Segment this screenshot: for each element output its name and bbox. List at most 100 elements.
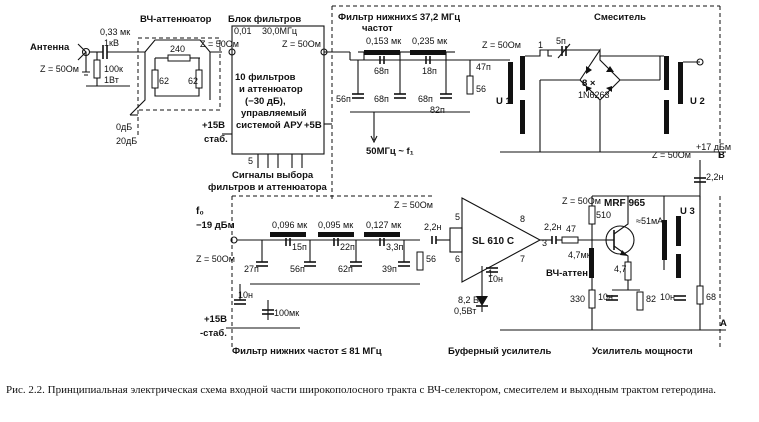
- c-2-2n-top: 2,2н: [706, 172, 724, 182]
- transistor-label: MRF 965: [604, 198, 646, 209]
- fb-desc-4: управляемый: [241, 108, 307, 119]
- one-label: 1: [538, 40, 543, 50]
- resistor-100k: [93, 59, 101, 79]
- r-56: 56: [426, 254, 436, 264]
- c-27p: 27п: [244, 264, 259, 274]
- c-56p: 56п: [336, 94, 351, 104]
- z-mix-in: Z = 50Ом: [482, 40, 521, 50]
- db20-label: 20дБ: [116, 136, 137, 146]
- z-fb-in: Z = 50Ом: [200, 39, 239, 49]
- rf-att: ВЧ-аттен: [546, 268, 588, 279]
- fb-desc-2: и аттенюатор: [239, 84, 303, 95]
- cap-in-voltage: 1кВ: [104, 38, 119, 48]
- rf-attenuator: ВЧ-аттенюатор 240 62 62 0дБ 20дБ: [116, 14, 222, 146]
- c-33p: 3,3п: [386, 242, 404, 252]
- c-56: 56: [476, 84, 486, 94]
- r-47: 47: [566, 224, 576, 234]
- mixer: Смеситель Z = 50Ом U 1 1 5п 8 × 1N6263 U…: [470, 5, 731, 200]
- att-62b: 62: [188, 76, 198, 86]
- r-82: 82: [646, 294, 656, 304]
- c-18p: 18п: [422, 66, 437, 76]
- c-56p-2: 56п: [290, 264, 305, 274]
- c-2-2n-a: 2,2н: [424, 222, 442, 232]
- c-22p: 22п: [340, 242, 355, 252]
- resistor-240: [167, 54, 191, 62]
- f0-level: −19 дБм: [196, 220, 235, 231]
- diode-label: 1N6263: [578, 90, 610, 100]
- zener-v: 8,2 В: [458, 295, 479, 305]
- f1-label: 50МГц ~ f₁: [366, 146, 414, 157]
- att-240: 240: [170, 44, 185, 54]
- res-in-power: 1Вт: [104, 75, 119, 85]
- pin3: 3: [542, 238, 547, 248]
- stab-b: -стаб.: [200, 328, 227, 339]
- r-510: 510: [596, 210, 611, 220]
- res-in-value: 100к: [104, 64, 123, 74]
- lowpass-bottom-title: Фильтр нижних частот ≤ 81 МГц: [232, 346, 382, 357]
- buffer-amplifier: Z = 50Ом 2,2н SL 610 C 5 6 8 3 7 1 10н 8…: [394, 197, 551, 357]
- z-mix-out: Z = 50Ом: [652, 150, 691, 160]
- pin5: 5: [455, 212, 460, 222]
- l-0235: 0,235 мк: [412, 36, 447, 46]
- five-label: 5: [248, 156, 253, 166]
- antenna-input: Антенна Z = 50Ом 0,33 мк 1кВ 100к 1Вт: [30, 27, 132, 87]
- r-330: 330: [570, 294, 585, 304]
- inductor-0235: [410, 50, 446, 55]
- A-label: A: [720, 318, 727, 329]
- z-lo-in: Z = 50Ом: [196, 254, 235, 264]
- f0-label: f₀: [196, 206, 204, 217]
- c-47p: 47п: [476, 62, 491, 72]
- lowpass-top-title1: Фильтр нижних: [338, 12, 412, 23]
- fb-range-hi: 30,0МГц: [262, 26, 297, 36]
- z-pa: Z = 50Ом: [562, 196, 601, 206]
- lowpass-filter-bottom: f₀ −19 дБм Z = 50Ом 0,096 мк 0,095 мк 0,…: [196, 195, 436, 357]
- inductor-0153: [364, 50, 400, 55]
- fb-desc-5: системой АРУ: [236, 120, 302, 131]
- ic-label: SL 610 C: [472, 236, 514, 247]
- B-label: B: [718, 150, 725, 161]
- c-39p: 39п: [382, 264, 397, 274]
- c-15p: 15п: [292, 242, 307, 252]
- mixer-title: Смеситель: [594, 12, 646, 23]
- plus5: +5В: [304, 120, 322, 131]
- plus17: +17 дБм: [696, 142, 731, 152]
- c-10n-c: 10н: [660, 292, 675, 302]
- c-10n-e: 10н: [238, 290, 253, 300]
- fb-desc-3: (−30 дБ),: [245, 96, 286, 107]
- figure-caption: Рис. 2.2. Принципиальная электрическая с…: [6, 384, 717, 396]
- c-62p: 62п: [338, 264, 353, 274]
- schematic-diagram: Антенна Z = 50Ом 0,33 мк 1кВ 100к 1Вт ВЧ…: [30, 5, 731, 357]
- filter-block: Блок фильтров 0,01 30,0МГц Z = 50Ом Z = …: [200, 6, 333, 200]
- lowpass-filter-top: Фильтр нижних частот ≤ 37,2 МГц 0,153 мк…: [324, 5, 500, 157]
- rf-attenuator-title: ВЧ-аттенюатор: [140, 14, 212, 25]
- pin1: 1: [488, 268, 493, 278]
- z-fb-out: Z = 50Ом: [282, 39, 321, 49]
- c-5p: 5п: [556, 36, 566, 46]
- plus15-stab: +15В: [202, 120, 225, 131]
- l-0096: 0,096 мк: [272, 220, 307, 230]
- fb-range-lo: 0,01: [234, 26, 252, 36]
- u1-label: U 1: [496, 96, 512, 107]
- c-2-2n-b: 2,2н: [544, 222, 562, 232]
- db0-label: 0дБ: [116, 122, 132, 132]
- antenna-label: Антенна: [30, 42, 70, 53]
- antenna-impedance: Z = 50Ом: [40, 64, 79, 74]
- filter-block-title: Блок фильтров: [228, 14, 301, 25]
- lowpass-top-title2: частот: [362, 23, 393, 34]
- plus15-b: +15В: [204, 314, 227, 325]
- u2-label: U 2: [690, 96, 705, 107]
- selection-line2: фильтров и аттенюатора: [208, 182, 328, 193]
- z-buf: Z = 50Ом: [394, 200, 433, 210]
- l-47mk: 4,7мк: [568, 250, 591, 260]
- l-0127: 0,127 мк: [366, 220, 401, 230]
- pin7: 7: [520, 254, 525, 264]
- mix-multiplier: 8 ×: [582, 78, 596, 89]
- lowpass-top-freq: ≤ 37,2 МГц: [412, 12, 460, 23]
- c-82p: 82п: [430, 105, 445, 115]
- selection-line1: Сигналы выбора: [232, 170, 314, 181]
- power-amp-title: Усилитель мощности: [592, 346, 693, 357]
- current-label: ≈51мА: [636, 216, 663, 226]
- u3-label: U 3: [680, 206, 695, 217]
- c-68p-b: 68п: [374, 94, 389, 104]
- stab-label: стаб.: [204, 134, 228, 145]
